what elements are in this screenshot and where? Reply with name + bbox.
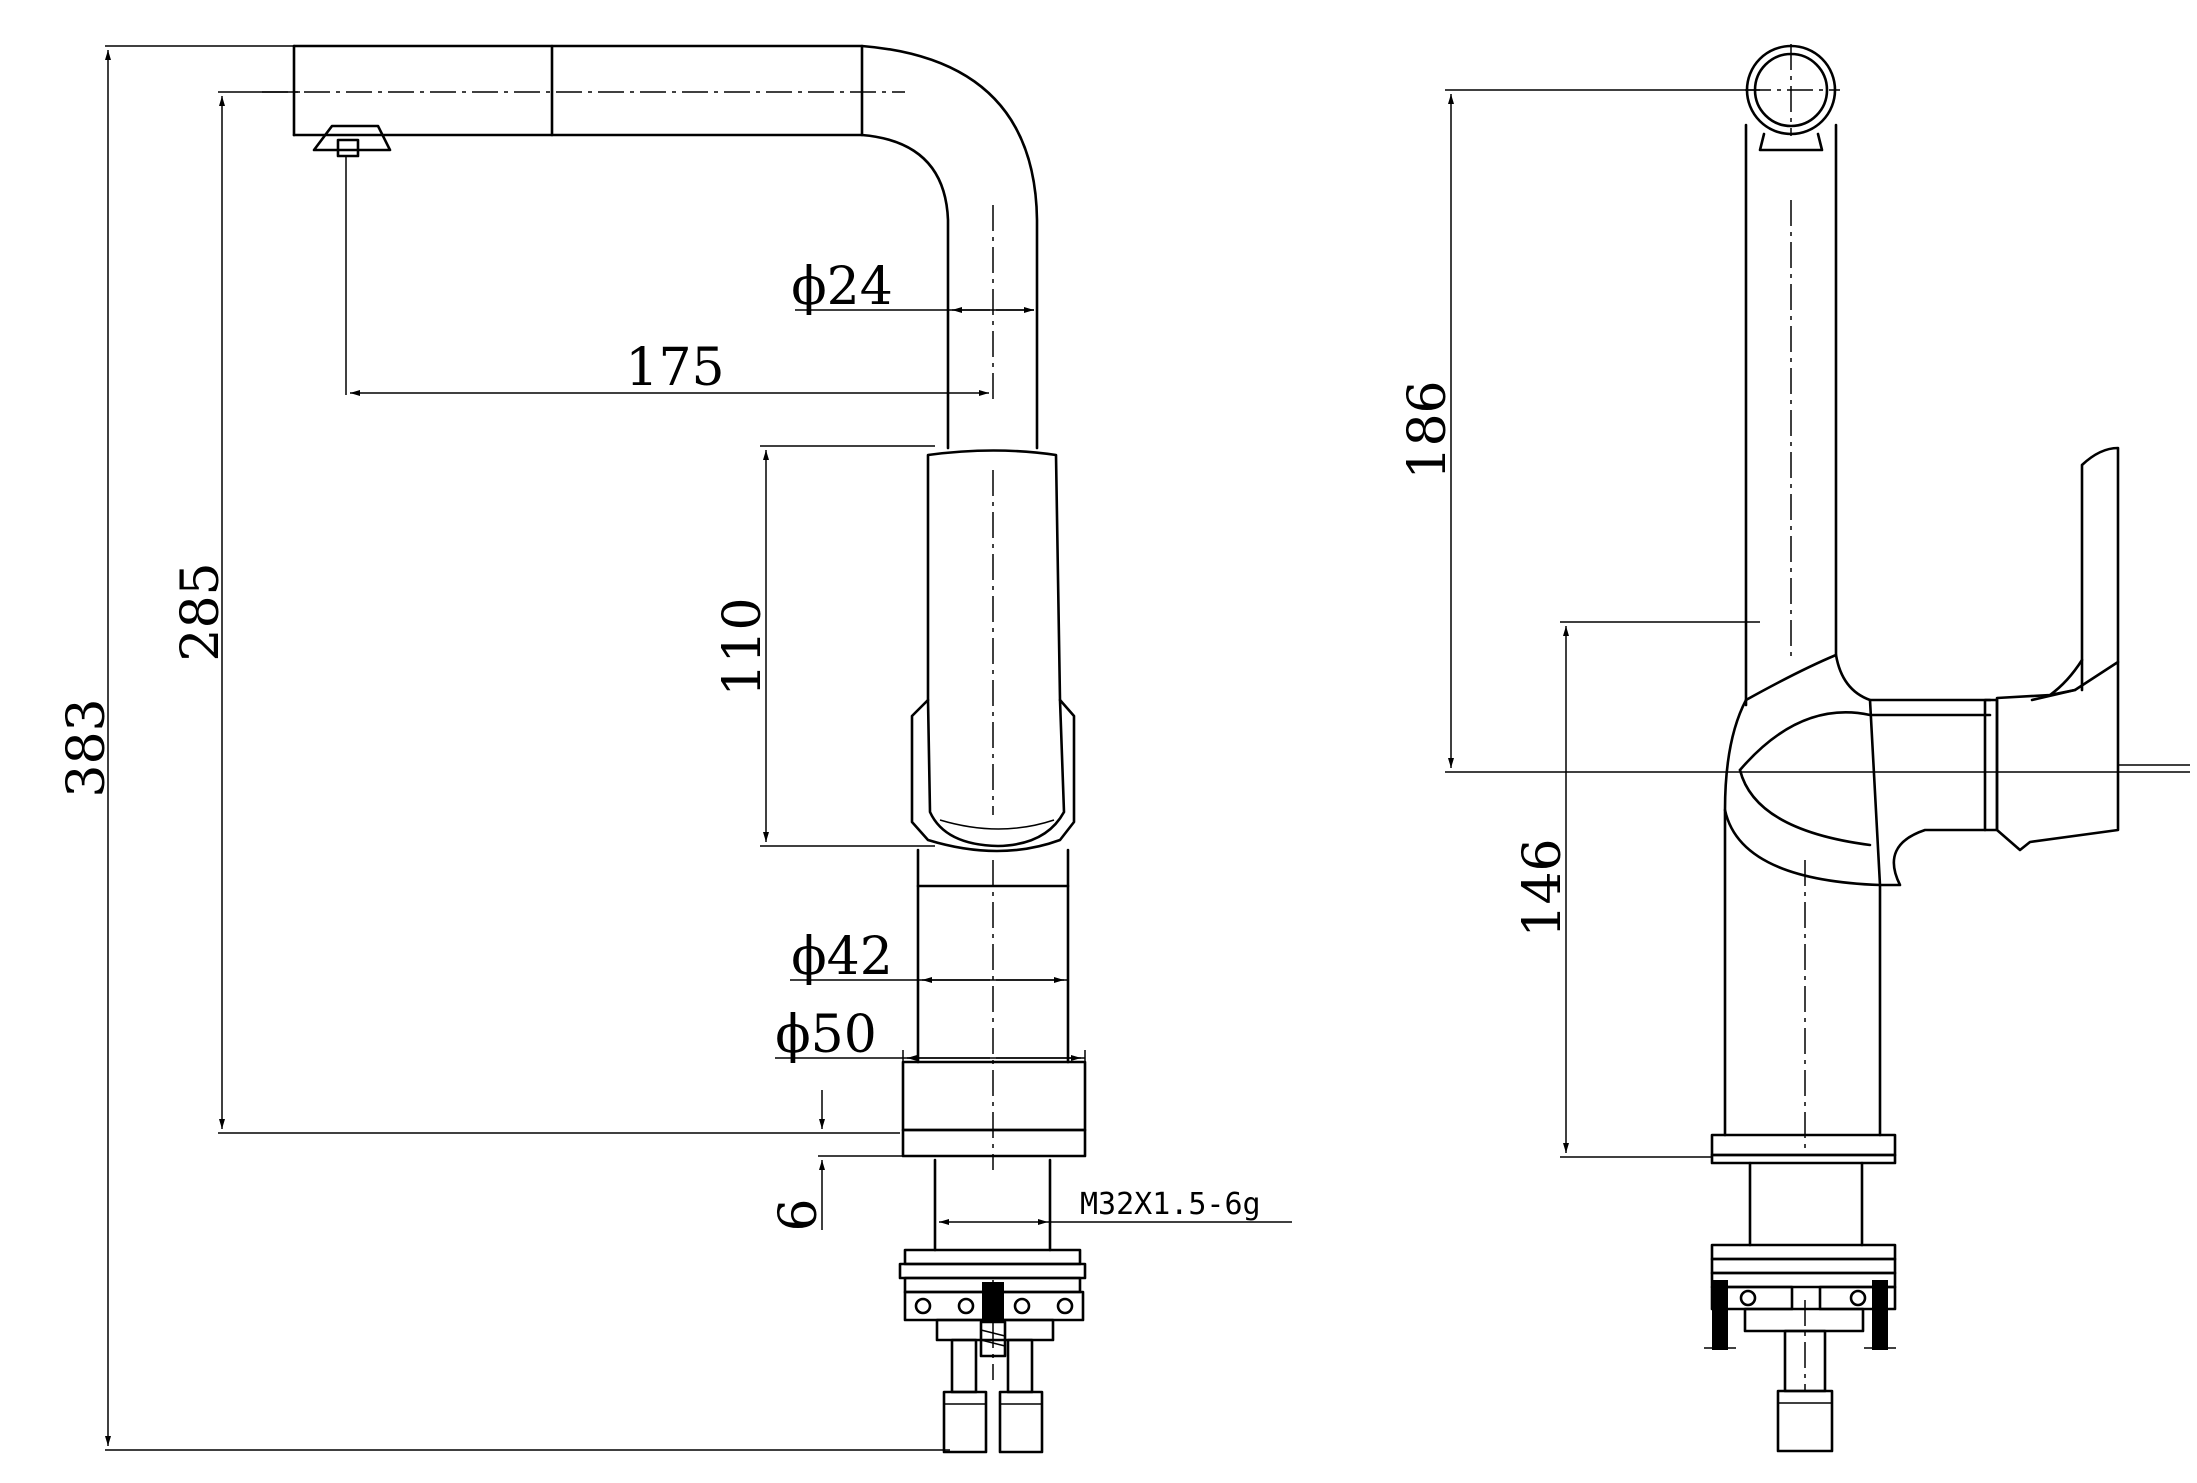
- dimension-phi50: ϕ50: [775, 1005, 1086, 1065]
- dimension-285: 285: [171, 91, 900, 1134]
- dimension-110: 110: [713, 445, 935, 847]
- side-lever-outline: [1983, 446, 2190, 852]
- dim-146-label: 146: [1513, 838, 1573, 937]
- side-body-outline: [1723, 653, 1992, 1150]
- dimension-6: 6: [769, 1090, 903, 1232]
- dimension-383: 383: [57, 45, 950, 1451]
- thread-callout: M32X1.5-6g: [939, 1187, 1292, 1225]
- dim-phi24-label: ϕ24: [791, 257, 893, 317]
- body-outline: [901, 848, 1087, 1170]
- side-view: 186 146: [1398, 44, 2190, 1453]
- front-view: 383 285 175 ϕ24 110: [57, 44, 1292, 1454]
- mounting-hardware: [898, 1158, 1087, 1454]
- side-column-outline: [1744, 123, 1838, 707]
- dim-186-label: 186: [1398, 380, 1458, 479]
- dim-6-label: 6: [769, 1198, 829, 1231]
- aerator-nozzle: [312, 124, 392, 395]
- dim-phi50-label: ϕ50: [775, 1005, 877, 1065]
- spout-outline: [262, 44, 1039, 450]
- dim-383-label: 383: [57, 698, 117, 797]
- spout-end-view: [1745, 44, 1840, 152]
- handle-outline: [910, 449, 1076, 853]
- side-base-outline: [1710, 1133, 1897, 1247]
- dim-285-label: 285: [171, 562, 231, 661]
- dim-110-label: 110: [713, 597, 773, 696]
- side-mounting-hardware: [1704, 1243, 1897, 1453]
- dimension-186: 186: [1398, 89, 2190, 773]
- dimension-175: 175: [350, 338, 989, 398]
- dimension-phi42: ϕ42: [790, 927, 1068, 987]
- thread-spec-label: M32X1.5-6g: [1080, 1187, 1261, 1222]
- dim-phi42-label: ϕ42: [791, 927, 893, 987]
- dimension-146: 146: [1513, 621, 1760, 1158]
- dim-175-label: 175: [625, 338, 724, 398]
- dimension-phi24: ϕ24: [791, 257, 1034, 317]
